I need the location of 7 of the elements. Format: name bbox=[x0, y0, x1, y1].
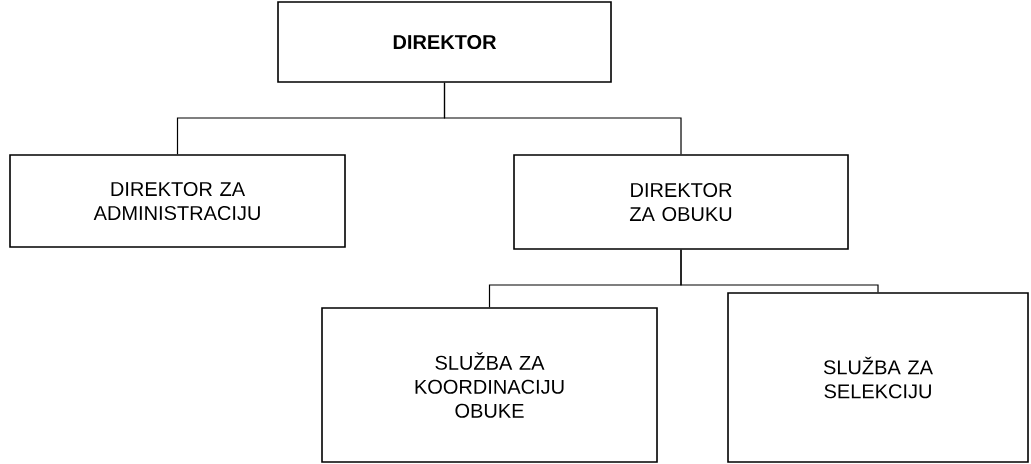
connector-line bbox=[443, 82, 682, 155]
org-box: SLUŽBA ZA KOORDINACIJU OBUKE bbox=[321, 307, 658, 463]
org-box: DIREKTOR bbox=[277, 1, 612, 83]
connector-line bbox=[680, 249, 879, 293]
org-box: DIREKTOR ZA OBUKU bbox=[513, 154, 849, 250]
org-box: SLUŽBA ZA SELEKCIJU bbox=[727, 292, 1029, 463]
org-box: DIREKTOR ZA ADMINISTRACIJU bbox=[9, 154, 346, 248]
